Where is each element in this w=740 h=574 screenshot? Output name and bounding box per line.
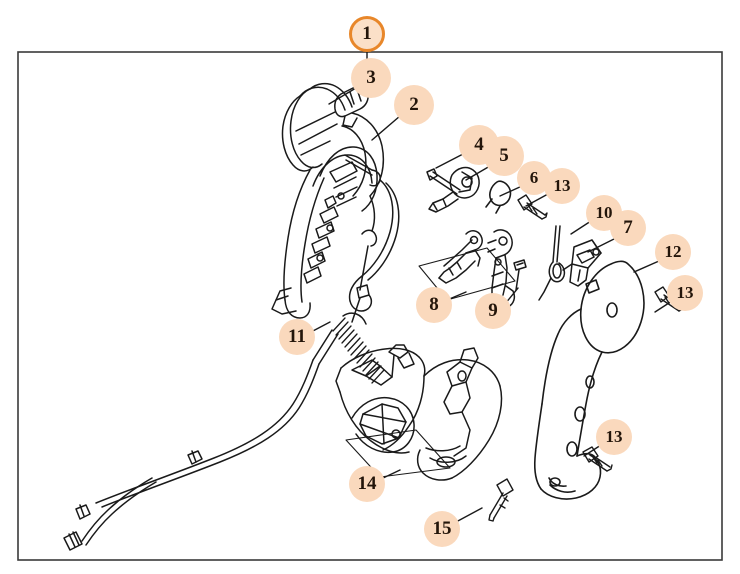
part-8-9-bracket-lines: [418, 247, 516, 301]
part-15-screw: [488, 478, 514, 522]
callout-badge-13[interactable]: 13: [596, 419, 632, 455]
callout-badge-9[interactable]: 9: [475, 293, 511, 329]
callout-badge-5[interactable]: 5: [484, 136, 524, 176]
callout-badge-13[interactable]: 13: [667, 275, 703, 311]
part-14-shroud: [335, 344, 503, 481]
callout-badge-2[interactable]: 2: [394, 85, 434, 125]
callout-badge-15[interactable]: 15: [424, 511, 460, 547]
callout-badge-3[interactable]: 3: [351, 58, 391, 98]
callout-badge-8[interactable]: 8: [416, 287, 452, 323]
callout-badge-12[interactable]: 12: [655, 234, 691, 270]
callout-badge-11[interactable]: 11: [279, 319, 315, 355]
part-12-housing-cover: [533, 260, 645, 500]
part-14-bracket-lines: [345, 429, 451, 478]
part-6-clip: [485, 180, 512, 214]
callout-badge-14[interactable]: 14: [349, 466, 385, 502]
callout-badge-7[interactable]: 7: [610, 210, 646, 246]
part-10-spring-rod: [538, 225, 566, 301]
callout-badge-1[interactable]: 1: [349, 16, 385, 52]
callout-badge-13[interactable]: 13: [544, 168, 580, 204]
part-throttle-cable: [63, 179, 400, 551]
part-8-bracket: [438, 230, 483, 284]
